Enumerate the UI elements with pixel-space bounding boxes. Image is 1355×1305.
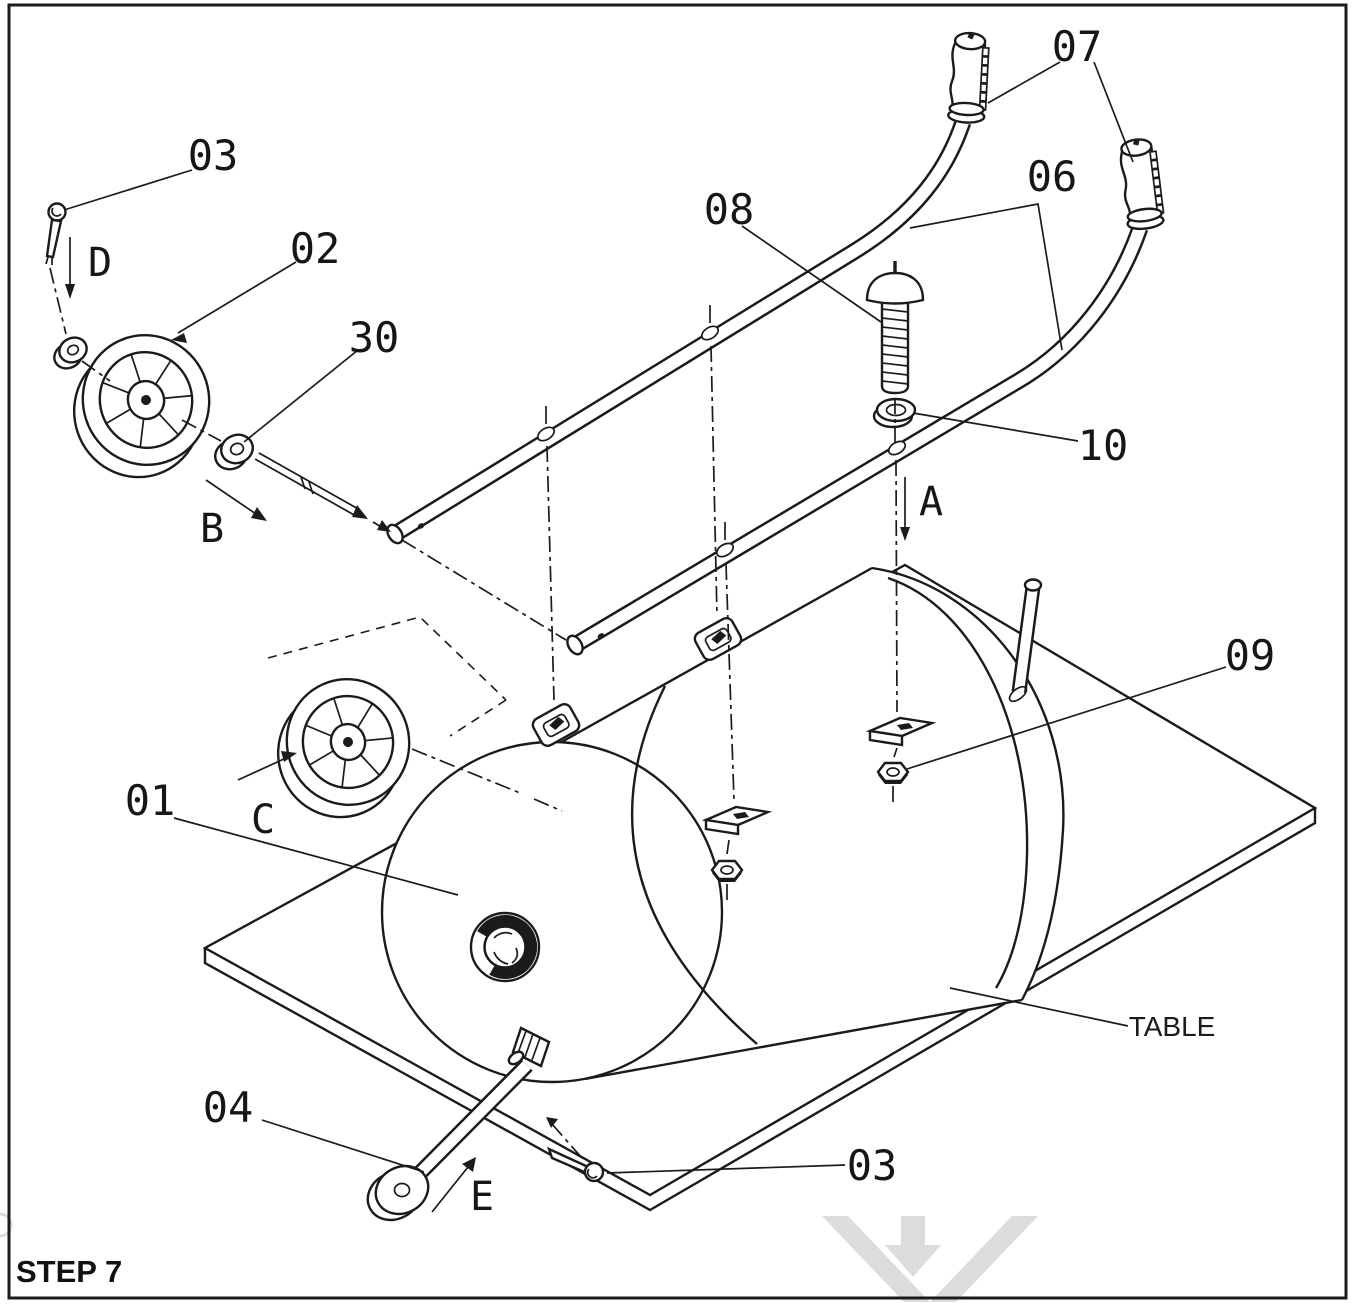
wheel-upper [72,333,211,479]
tank-rear-handle [1008,578,1043,703]
wheel-spokes [102,355,192,448]
leader-10 [912,412,1079,442]
tube-hole [715,542,735,558]
part-label-02: 02 [290,224,341,273]
part-label-03-bottom: 03 [847,1141,898,1190]
tank-port [469,911,541,983]
tank-weld-seam [630,685,758,1045]
tube-open-end [386,523,404,545]
arrow-A [900,477,910,541]
grip-ribs [978,46,990,111]
tube-hole [700,325,720,341]
wheel-lower [276,677,411,819]
bolt-08 [865,261,925,395]
labels: 03 D 02 30 B 07 06 08 10 A 09 01 C 04 E … [88,22,1275,1220]
leader-table [949,987,1129,1027]
grip-left [947,31,990,124]
part-label-30: 30 [349,313,400,362]
part-label-09: 09 [1225,631,1276,680]
brand-watermark [0,1212,1038,1302]
wheel-phantom-outline [267,616,563,812]
axle-rod-b [254,452,567,641]
leader-06 [909,203,1063,351]
part-label-07: 07 [1052,22,1103,71]
handle-tube-front [566,225,1149,656]
nut-mid [710,859,744,882]
washer-small [53,336,111,382]
centerlines [545,305,898,902]
tank-bracket-mid [701,805,773,836]
tube-hole [536,426,556,442]
direction-arrows [65,237,910,1213]
tank-rear-rim [887,576,1029,989]
washer-10 [872,397,917,429]
step-caption: STEP 7 [16,1254,122,1289]
leader-03-bottom [606,1164,846,1174]
bolt-threads [881,308,909,385]
tank [380,566,1065,1084]
leader-30 [243,349,359,443]
leader-01 [173,817,459,896]
leader-04 [261,1119,425,1173]
arrow-B [205,479,267,521]
cotter-pin-bottom [546,1117,605,1183]
part-label-01: 01 [125,776,176,825]
part-label-10: 10 [1078,421,1129,470]
tank-axle-boss [507,1026,551,1068]
leader-08 [741,225,882,323]
part-label-04: 04 [203,1083,254,1132]
part-label-08: 08 [704,185,755,234]
registered-mark-icon [0,1212,13,1238]
wheel-spokes [305,698,394,789]
part-label-03-top: 03 [188,131,239,180]
direction-label-E: E [470,1174,494,1220]
direction-label-C: C [251,797,275,843]
leader-09 [906,666,1227,770]
page-border [7,3,1348,1300]
tank-front-face [380,740,724,1084]
front-axle-04 [366,1059,533,1222]
direction-label-B: B [200,506,224,552]
tube-clamp-right [693,617,743,661]
arrow-E [431,1157,476,1213]
handle-tube-rear [386,119,972,545]
tank-bracket-rear [865,716,937,747]
table-callout: TABLE [1129,1011,1216,1042]
arrow-C [237,751,297,781]
tube-hole [887,440,907,456]
part-label-06: 06 [1027,152,1078,201]
cotter-pin-top [45,202,67,335]
direction-label-D: D [88,240,112,286]
leader-lines [63,61,1227,1174]
tube-open-end [566,634,584,656]
grip-right [1119,138,1165,231]
arrow-D [65,237,75,299]
direction-label-A: A [919,479,943,525]
leader-02 [171,261,297,343]
leader-03-top [63,169,193,211]
tube-clamp-left [531,703,581,747]
leader-07 [987,61,1134,163]
washer-30 [181,419,254,471]
nut-09 [876,761,910,784]
